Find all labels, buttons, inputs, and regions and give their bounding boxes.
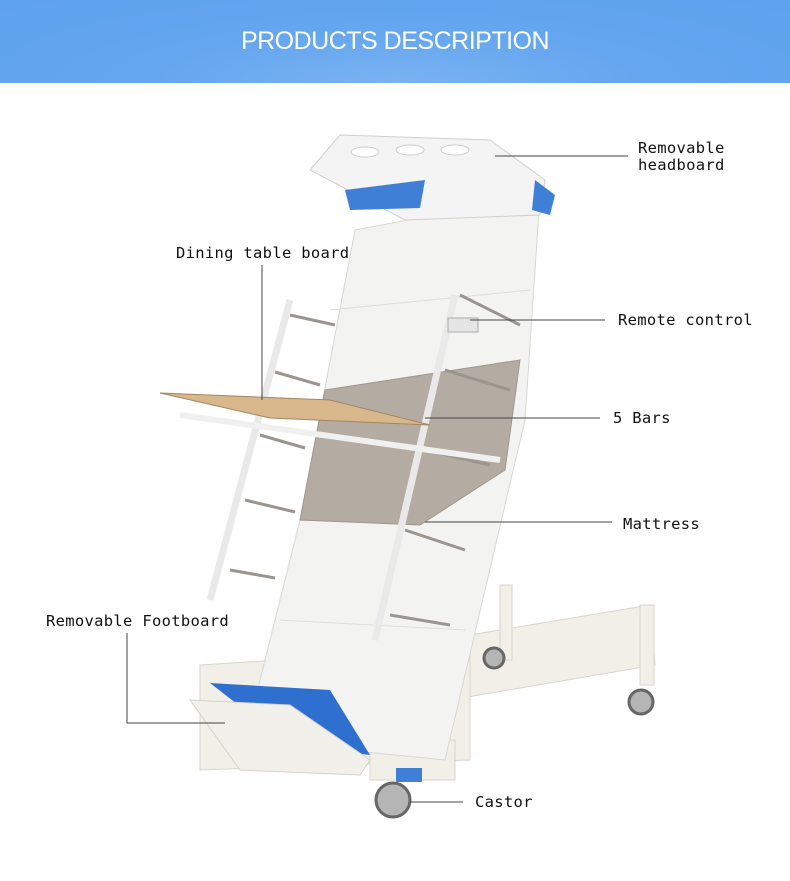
label-line: Removable xyxy=(638,139,725,157)
remote-control xyxy=(447,317,479,333)
dining-table-board xyxy=(159,392,501,463)
footboard xyxy=(188,683,371,776)
label-removable-headboard: Removable headboard xyxy=(638,140,725,174)
label-mattress: Mattress xyxy=(623,515,701,533)
label-remote-control: Remote control xyxy=(618,311,753,329)
label-dining-table-board: Dining table board xyxy=(176,244,350,262)
label-line: headboard xyxy=(638,156,725,174)
bars xyxy=(229,293,521,627)
side-rails xyxy=(206,294,459,641)
standing-bed-illustration xyxy=(126,134,656,819)
header-banner: PRODUCTS DESCRIPTION xyxy=(0,0,790,83)
label-5-bars: 5 Bars xyxy=(613,409,671,427)
headboard xyxy=(309,134,555,221)
castors xyxy=(374,646,655,819)
page-title: PRODUCTS DESCRIPTION xyxy=(240,27,550,55)
label-castor: Castor xyxy=(475,793,533,811)
label-removable-footboard: Removable Footboard xyxy=(46,612,230,630)
leader-lines xyxy=(126,155,628,803)
